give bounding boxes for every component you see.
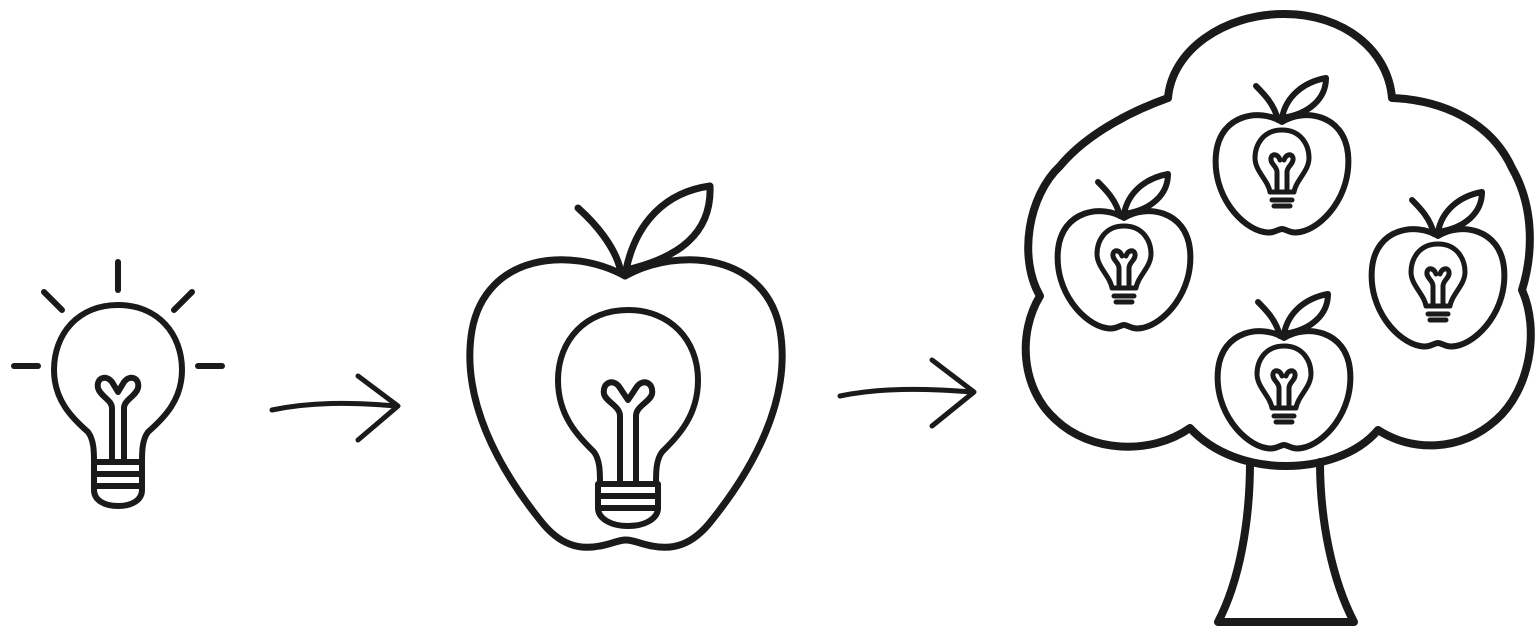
tree-apple xyxy=(1372,192,1505,346)
apple-with-lightbulb-icon xyxy=(470,186,782,547)
arrow-right-icon xyxy=(840,360,974,426)
tree-apple xyxy=(1216,78,1349,232)
tree-apple xyxy=(1058,174,1191,328)
arrow-right-icon xyxy=(272,376,398,440)
tree-apple xyxy=(1218,294,1351,448)
lightbulb-icon xyxy=(14,262,222,506)
tree-trunk xyxy=(1218,462,1354,622)
tree-with-apples-icon xyxy=(1026,14,1531,622)
